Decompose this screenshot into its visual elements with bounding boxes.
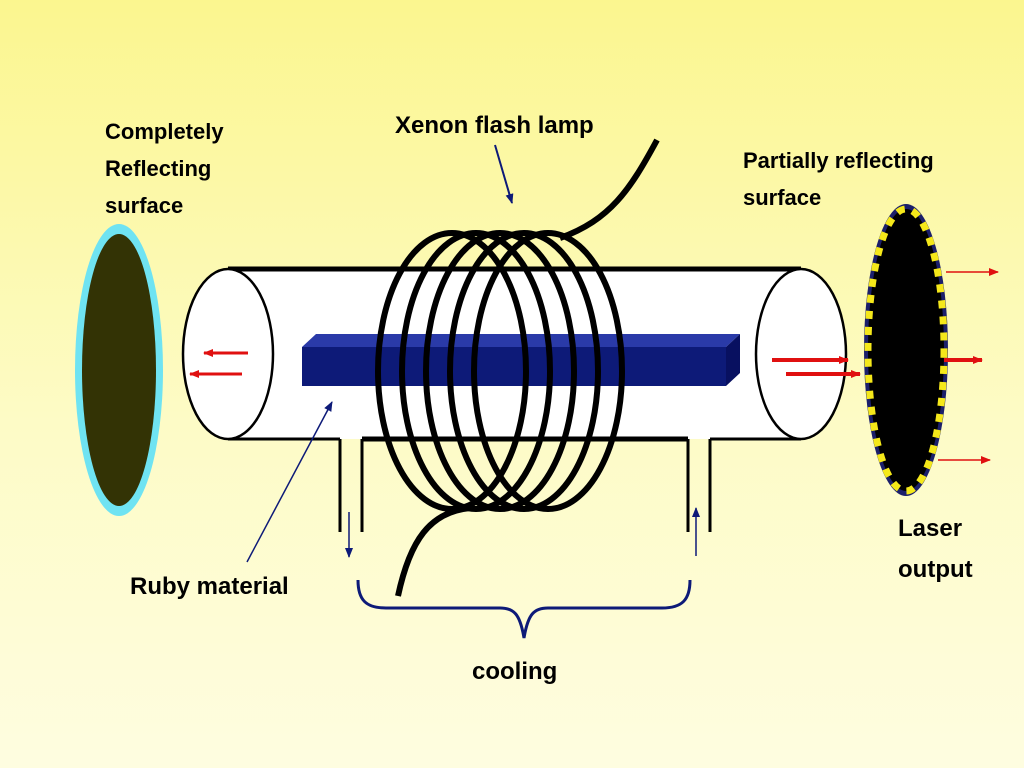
coolant-outlet-pipe: [686, 439, 712, 532]
partial-mirror-icon: [864, 205, 948, 495]
tube-right-end: [754, 267, 848, 441]
full-mirror-surface: [82, 234, 156, 506]
partially-reflecting-line-1: Partially reflecting: [743, 148, 934, 173]
xenon-lamp-pointer-arrow: [494, 144, 514, 204]
coolant-inlet-pipe: [338, 439, 364, 532]
cooling-brace-icon: [356, 579, 692, 639]
ruby-rod-icon: [302, 347, 726, 386]
ruby-material-label: Ruby material: [130, 573, 289, 600]
completely-reflecting-line-3: surface: [105, 193, 184, 218]
partially-reflecting-line-2: surface: [743, 185, 822, 210]
flash-lamp-coil-back: [375, 230, 625, 512]
xenon-flash-lamp-label: Xenon flash lamp: [395, 112, 594, 139]
cooling-label: cooling: [472, 658, 558, 685]
completely-reflecting-line-2: Reflecting: [105, 156, 212, 181]
ruby-rod-top-face: [302, 334, 740, 347]
laser-output-line-2: output: [898, 556, 973, 583]
ruby-material-pointer-arrow: [246, 401, 333, 563]
partially-reflecting-label: Partially reflecting surface: [743, 142, 934, 216]
flash-lamp-lead-bottom: [395, 505, 471, 597]
completely-reflecting-line-1: Completely: [105, 119, 224, 144]
flash-lamp-lead-top: [558, 138, 660, 241]
completely-reflecting-label: Completely Reflecting surface: [105, 113, 224, 224]
laser-output-label: Laser output: [898, 508, 973, 590]
ruby-rod-end-face: [726, 334, 740, 386]
laser-output-line-1: Laser: [898, 515, 963, 542]
